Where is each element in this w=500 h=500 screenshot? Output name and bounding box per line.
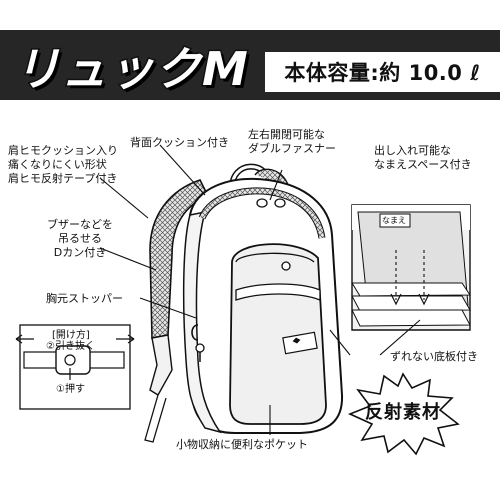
pull-label: ②引き抜く	[46, 341, 95, 352]
chest-stopper-label: 胸元ストッパー	[46, 292, 123, 305]
name-tag-text: なまえ	[382, 216, 406, 225]
d-ring-label-1: ブザーなどを	[47, 218, 113, 231]
double-zipper-label-1: 左右開閉可能な	[248, 128, 325, 141]
product-title: リュックM	[13, 41, 250, 98]
name-tag-inset	[351, 204, 471, 331]
pocket-label: 小物収納に便利なポケット	[176, 438, 308, 451]
backpack-body	[182, 178, 344, 434]
double-zipper-label-2: ダブルファスナー	[248, 142, 336, 155]
name-space-label-2: なまえスペース付き	[374, 158, 472, 171]
d-ring-label-2: 吊るせる	[58, 232, 102, 245]
bottom-plate-label: ずれない底板付き	[390, 350, 478, 363]
capacity-text: 本体容量:約 10.0 ℓ	[284, 61, 481, 85]
push-label: ①押す	[56, 384, 85, 395]
d-ring-label-3: Dカン付き	[53, 246, 107, 259]
reflective-badge-text: 反射素材	[365, 402, 441, 423]
shoulder-strap-label-1: 肩ヒモクッション入り	[8, 144, 118, 157]
callout-lines	[99, 144, 421, 435]
buckle-diagram	[15, 324, 135, 410]
reflective-badge: 反射素材	[344, 380, 462, 442]
capacity-box: 本体容量:約 10.0 ℓ	[265, 52, 500, 92]
back-cushion-label: 背面クッション付き	[130, 136, 229, 149]
how-to-open-label: [開け方]	[52, 330, 90, 341]
shoulder-strap-label-3: 肩ヒモ反射テープ付き	[8, 172, 118, 185]
name-space-label-1: 出し入れ可能な	[374, 144, 451, 157]
reflective-starburst	[347, 372, 460, 456]
shoulder-strap-label-2: 痛くなりにくい形状	[8, 158, 107, 171]
shoulder-strap	[144, 179, 210, 443]
